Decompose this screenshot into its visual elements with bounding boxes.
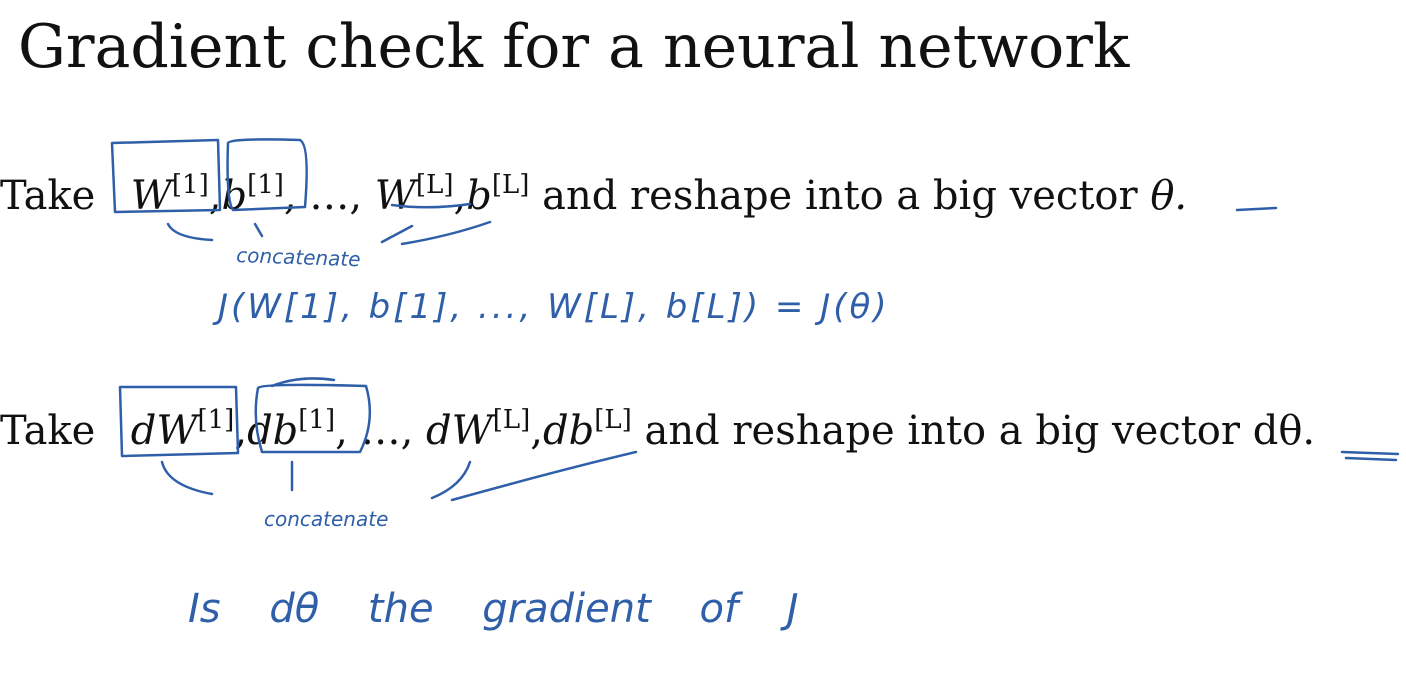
connector-dbl bbox=[450, 450, 638, 502]
theta-vector: θ. bbox=[1150, 173, 1188, 219]
underline-dtheta-2 bbox=[1344, 456, 1398, 462]
ellipsis-1: … bbox=[309, 173, 350, 219]
param-wl: W[L] bbox=[374, 170, 454, 219]
reshape-text-2: and reshape into a big vector bbox=[644, 408, 1241, 454]
param-db1: db[1] bbox=[247, 405, 336, 454]
underline-theta bbox=[1235, 206, 1278, 212]
concatenate-note-1: concatenate bbox=[236, 243, 361, 271]
param-b1: b[1] bbox=[221, 170, 284, 219]
slide-title: Gradient check for a neural network bbox=[18, 12, 1130, 82]
statement-line-1: Take W[1],b[1], …, W[L],b[L] and reshape… bbox=[0, 170, 1188, 219]
connector-wl bbox=[380, 224, 414, 244]
ellipsis-2: … bbox=[360, 408, 401, 454]
connector-w1 bbox=[166, 222, 214, 242]
reshape-text-1: and reshape into a big vector bbox=[542, 173, 1138, 219]
box-db1-top bbox=[270, 377, 336, 388]
gradient-question: Is dθ the gradient of J bbox=[188, 586, 799, 632]
take-label-2: Take bbox=[0, 408, 96, 454]
connector-b1 bbox=[253, 222, 264, 238]
take-label-1: Take bbox=[0, 173, 96, 219]
underline-dtheta-1 bbox=[1340, 450, 1400, 456]
connector-dwl bbox=[430, 460, 472, 500]
param-w1: W[1] bbox=[130, 170, 209, 219]
cost-function-equation: J(W[1], b[1], ..., W[L], b[L]) = J(θ) bbox=[212, 287, 890, 327]
param-dw1: dW[1] bbox=[130, 405, 235, 454]
dtheta-vector: dθ. bbox=[1252, 408, 1316, 454]
connector-bl bbox=[400, 220, 492, 246]
param-dwl: dW[L] bbox=[426, 405, 531, 454]
statement-line-2: Take dW[1],db[1], …, dW[L],db[L] and res… bbox=[0, 405, 1316, 454]
concatenate-note-2: concatenate bbox=[264, 507, 388, 531]
param-dbl: db[L] bbox=[543, 405, 632, 454]
param-bl: b[L] bbox=[466, 170, 530, 219]
connector-dw1 bbox=[160, 460, 214, 496]
